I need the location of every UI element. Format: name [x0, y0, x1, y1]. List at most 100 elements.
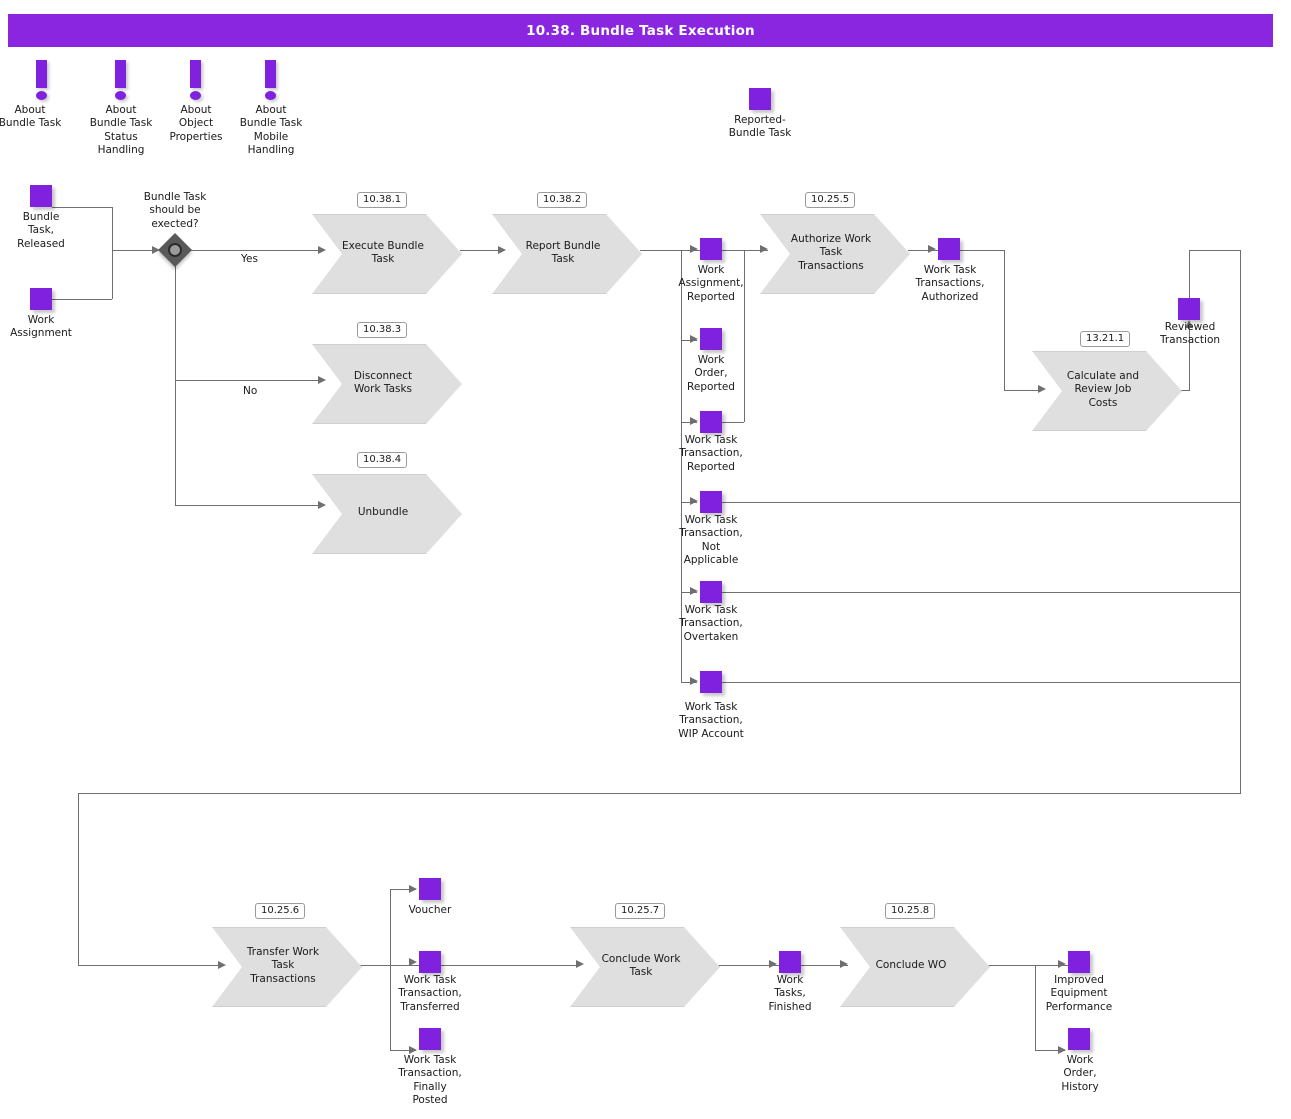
- activity-disconnect-work-tasks[interactable]: Disconnect Work Tasks: [312, 344, 460, 422]
- branch-label-yes: Yes: [241, 253, 258, 265]
- arrowhead: [1185, 320, 1193, 328]
- line: [1035, 1050, 1065, 1051]
- activity-conclude-work-task[interactable]: Conclude Work Task: [570, 927, 718, 1005]
- arrowhead: [152, 246, 160, 254]
- state-node-work-task-transaction-wip-account[interactable]: [700, 671, 722, 693]
- line: [1035, 965, 1036, 1050]
- state-label-work-task-transaction-not-applicable: Work Task Transaction, Not Applicable: [679, 514, 743, 566]
- info-marker-label: About Object Properties: [169, 104, 223, 143]
- arrowhead: [690, 587, 698, 595]
- arrowhead: [409, 885, 417, 893]
- activity-authorize-work-task-transactions[interactable]: Authorize Work Task Transactions: [760, 214, 908, 292]
- activity-number-badge[interactable]: 10.25.7: [615, 903, 666, 919]
- line: [112, 250, 113, 299]
- line: [78, 965, 220, 966]
- state-node-voucher[interactable]: [419, 878, 441, 900]
- arrowhead: [318, 501, 326, 509]
- exclamation-bar-icon: [36, 60, 47, 88]
- state-label-bundle-task-released: Bundle Task, Released: [17, 211, 65, 250]
- state-label-work-task-transaction-wip-account: Work Task Transaction, WIP Account: [678, 701, 744, 740]
- line: [744, 250, 768, 251]
- state-node-improved-equipment-performance[interactable]: [1068, 951, 1090, 973]
- activity-number-badge[interactable]: 10.38.3: [357, 322, 408, 338]
- activity-conclude-wo[interactable]: Conclude WO: [840, 927, 988, 1005]
- activity-label: Disconnect Work Tasks: [353, 369, 413, 395]
- state-label-improved-equipment-performance: Improved Equipment Performance: [1045, 974, 1113, 1013]
- state-label-work-tasks-finished: Work Tasks, Finished: [768, 974, 812, 1013]
- state-node-work-task-transaction-transferred[interactable]: [419, 951, 441, 973]
- activity-transfer-work-task-transactions[interactable]: Transfer Work Task Transactions: [212, 927, 360, 1005]
- arrowhead: [690, 245, 698, 253]
- state-label-work-order-reported: Work Order, Reported: [687, 354, 735, 393]
- activity-number-badge[interactable]: 10.38.2: [537, 192, 588, 208]
- arrowhead: [318, 376, 326, 384]
- arrowhead: [928, 245, 936, 253]
- line: [1180, 390, 1190, 391]
- line: [960, 250, 1005, 251]
- state-node-work-task-transaction-overtaken[interactable]: [700, 581, 722, 603]
- exclamation-bar-icon: [115, 60, 126, 88]
- line: [390, 889, 391, 1050]
- state-node-work-task-transaction-not-applicable[interactable]: [700, 491, 722, 513]
- activity-number-badge[interactable]: 10.25.8: [885, 903, 936, 919]
- state-node-bundle-task-released[interactable]: [30, 185, 52, 207]
- line: [175, 262, 176, 505]
- state-node-work-assignment[interactable]: [30, 288, 52, 310]
- line: [722, 592, 1240, 593]
- activity-report-bundle-task[interactable]: Report Bundle Task: [492, 214, 640, 292]
- activity-execute-bundle-task[interactable]: Execute Bundle Task: [312, 214, 460, 292]
- activity-number-badge[interactable]: 10.25.6: [255, 903, 306, 919]
- line: [718, 965, 780, 966]
- line: [1004, 250, 1005, 390]
- arrowhead: [760, 245, 768, 253]
- activity-number-badge[interactable]: 13.21.1: [1080, 331, 1131, 347]
- line: [722, 422, 744, 423]
- line: [390, 1050, 416, 1051]
- line: [722, 502, 1240, 503]
- state-node-work-order-history[interactable]: [1068, 1028, 1090, 1050]
- arrowhead: [690, 335, 698, 343]
- line: [681, 592, 697, 593]
- state-label-reported-bundle-task: Reported- Bundle Task: [728, 114, 792, 140]
- line: [1004, 390, 1042, 391]
- line: [187, 250, 320, 251]
- info-marker-label: About Bundle Task Status Handling: [89, 104, 153, 156]
- activity-number-badge[interactable]: 10.38.4: [357, 452, 408, 468]
- state-node-work-task-transactions-authorized[interactable]: [938, 238, 960, 260]
- state-node-reported-bundle-task[interactable]: [749, 88, 771, 110]
- state-label-work-order-history: Work Order, History: [1061, 1054, 1099, 1093]
- state-label-work-task-transactions-authorized: Work Task Transactions, Authorized: [915, 264, 985, 303]
- activity-label: Authorize Work Task Transactions: [790, 233, 872, 272]
- line: [1240, 250, 1241, 793]
- activity-label: Transfer Work Task Transactions: [246, 946, 320, 985]
- state-node-work-task-transaction-finally-posted[interactable]: [419, 1028, 441, 1050]
- state-node-work-order-reported[interactable]: [700, 328, 722, 350]
- state-node-reviewed-transaction[interactable]: [1178, 298, 1200, 320]
- exclamation-dot-icon: [36, 91, 47, 100]
- arrowhead: [576, 960, 584, 968]
- exclamation-dot-icon: [190, 91, 201, 100]
- line: [175, 505, 320, 506]
- activity-number-badge[interactable]: 10.25.5: [805, 192, 856, 208]
- line: [460, 250, 500, 251]
- activity-calculate-and-review-job-costs[interactable]: Calculate and Review Job Costs: [1032, 351, 1180, 429]
- activity-unbundle[interactable]: Unbundle: [312, 474, 460, 552]
- line: [744, 250, 745, 422]
- state-label-work-assignment-reported: Work Assignment, Reported: [678, 264, 744, 303]
- line: [78, 793, 79, 966]
- decision-diamond-bundle-task-should-be-executed[interactable]: [158, 233, 192, 267]
- state-node-work-tasks-finished[interactable]: [779, 951, 801, 973]
- activity-label: Unbundle: [357, 506, 409, 519]
- state-node-work-assignment-reported[interactable]: [700, 238, 722, 260]
- line: [722, 682, 1240, 683]
- activity-number-badge[interactable]: 10.38.1: [357, 192, 408, 208]
- line: [1189, 328, 1190, 390]
- line: [640, 250, 701, 251]
- line: [681, 340, 697, 341]
- state-node-work-task-transaction-reported[interactable]: [700, 411, 722, 433]
- exclamation-bar-icon: [265, 60, 276, 88]
- line: [988, 965, 1068, 966]
- arrowhead: [498, 246, 506, 254]
- state-label-reviewed-transaction: Reviewed Transaction: [1159, 321, 1221, 347]
